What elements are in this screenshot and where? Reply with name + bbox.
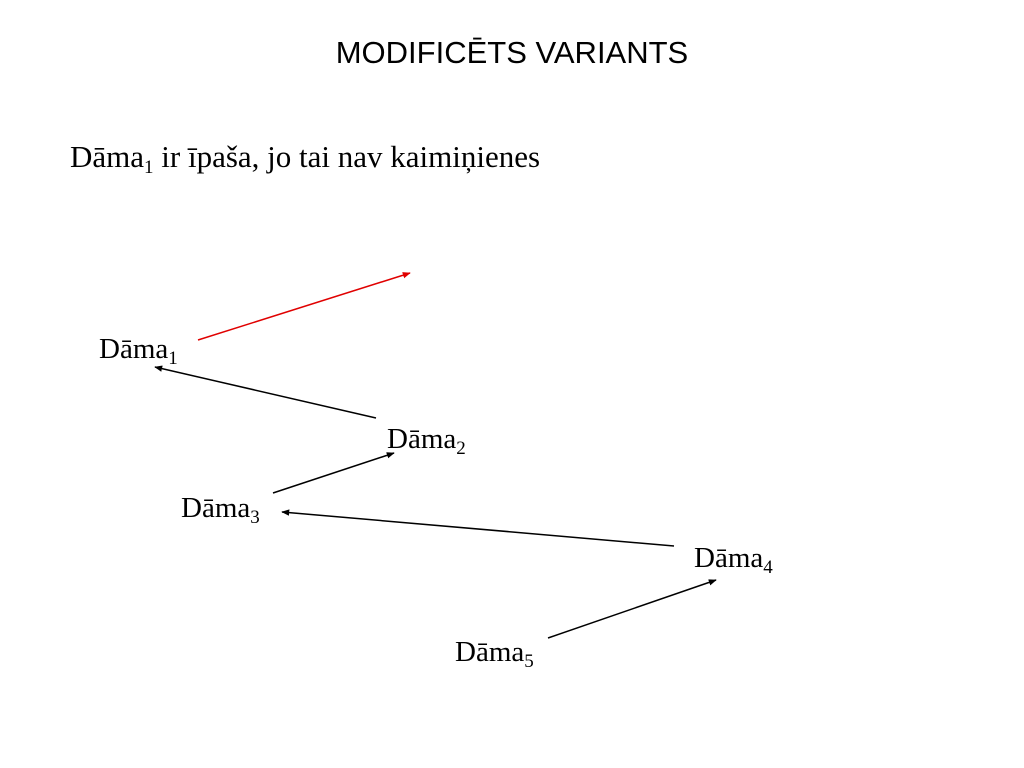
node-label: Dāma [694,542,764,574]
edge-dama3-to-dama2-arrow [272,452,395,494]
node-dama-2: Dāma2 [387,421,466,459]
edge-dama1-outgoing-arrow [197,272,411,341]
node-dama-4: Dāma4 [694,540,773,578]
node-label: Dāma [455,636,525,668]
node-dama-1: Dāma1 [99,331,178,369]
node-label: Dāma [387,423,457,455]
node-label: Dāma [181,492,251,524]
statement-rest: ir īpaša, jo tai nav kaimiņienes [153,139,541,174]
statement-subscript: 1 [144,157,154,178]
edge-dama4-to-dama3-arrow [281,509,675,547]
statement-text: Dāma1 ir īpaša, jo tai nav kaimiņienes [70,137,540,177]
slide-title: MODIFICĒTS VARIANTS [335,35,689,70]
node-subscript: 3 [250,507,260,528]
statement-subject: Dāma [70,139,145,174]
edge-dama5-to-dama4-arrow [547,579,717,639]
node-subscript: 4 [763,557,773,578]
node-subscript: 1 [168,348,178,369]
node-dama-3: Dāma3 [181,490,260,528]
node-subscript: 5 [524,651,534,672]
node-label: Dāma [99,333,169,365]
node-dama-5: Dāma5 [455,634,534,672]
node-subscript: 2 [456,438,466,459]
edge-dama2-to-dama1-arrow [154,365,377,419]
